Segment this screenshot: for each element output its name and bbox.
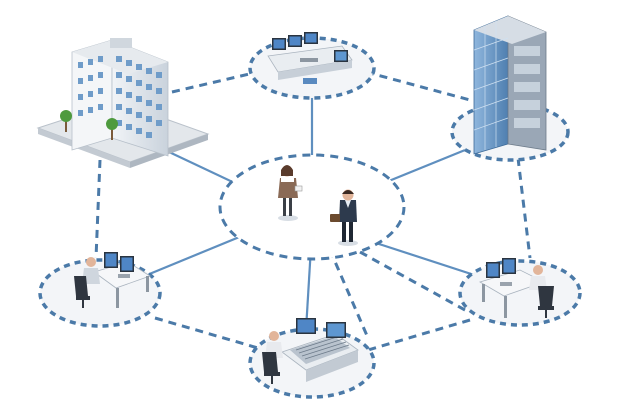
office-low-node (36, 38, 210, 168)
hub-node (218, 153, 406, 261)
dash-office-control-top (171, 70, 259, 94)
workstation-right-node (458, 258, 582, 327)
control-desk-icon (267, 32, 353, 84)
workstation-left-node (38, 252, 162, 328)
mixing-console-icon (281, 318, 359, 382)
dash-workstation-right-control-bottom (367, 318, 471, 352)
operator-person-icon (74, 257, 100, 308)
dash-control-top-tower (365, 70, 471, 102)
business-woman-icon (278, 165, 303, 221)
hub-ring (218, 153, 406, 261)
glass-tower-icon (473, 15, 547, 155)
operator-person-icon (262, 331, 283, 384)
operator-workstation-icon (93, 252, 151, 308)
dash-office-workstation-left (94, 159, 102, 259)
dash-tower-workstation-right (516, 157, 532, 259)
control-top-node (248, 32, 376, 100)
business-man-icon (330, 189, 358, 246)
operator-workstation-icon (479, 258, 546, 318)
palm-tree-icon (60, 110, 118, 140)
office-building-icon (71, 38, 169, 157)
control-bottom-node (248, 318, 376, 399)
dash-hub-workstation-right-b (359, 250, 466, 312)
dash-workstation-left-control-bottom (154, 316, 259, 350)
dash-hub-control-bottom-a (328, 249, 370, 339)
operator-person-icon (529, 265, 554, 318)
office-tower-node (450, 15, 570, 162)
dashed-links (94, 70, 532, 352)
